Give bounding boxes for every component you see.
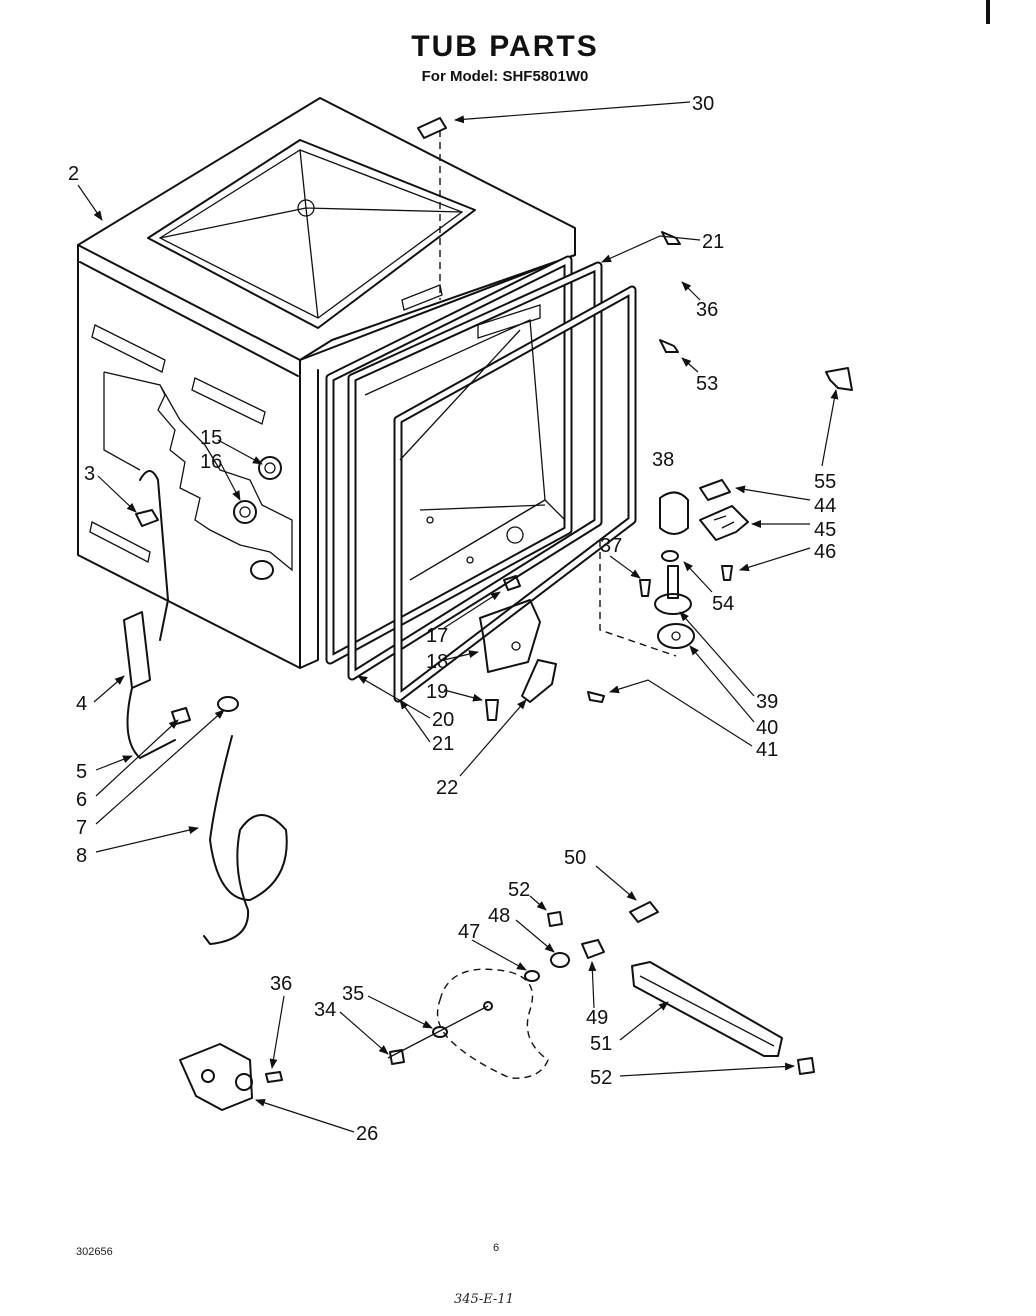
document-number: 302656 bbox=[76, 1246, 113, 1258]
part-7-clamp bbox=[217, 696, 239, 712]
callout-16: 16 bbox=[200, 451, 222, 473]
part-37-screw bbox=[599, 540, 677, 657]
callout-40: 40 bbox=[756, 717, 778, 739]
part-26-inlet-valve bbox=[179, 1043, 253, 1111]
callout-51: 51 bbox=[590, 1033, 612, 1055]
callout-17: 17 bbox=[426, 625, 448, 647]
part-55-clip bbox=[825, 367, 853, 391]
page-edge-mark bbox=[986, 0, 990, 24]
callout-34: 34 bbox=[314, 999, 336, 1021]
part-54-washer bbox=[661, 550, 679, 562]
callout-48: 48 bbox=[488, 905, 510, 927]
part-34-nut bbox=[389, 1049, 405, 1065]
part-52-cap-top bbox=[547, 911, 563, 927]
door-gasket-frames bbox=[325, 255, 637, 703]
callout-7: 7 bbox=[76, 817, 87, 839]
part-18-housing bbox=[479, 599, 541, 673]
part-48-washer bbox=[550, 952, 570, 968]
part-35-washer bbox=[432, 1026, 448, 1038]
part-52-cap-bottom bbox=[797, 1057, 815, 1075]
callout-36-bottom: 36 bbox=[270, 973, 292, 995]
part-8-fill-hose bbox=[203, 735, 288, 945]
callout-15: 15 bbox=[200, 427, 222, 449]
tub-body bbox=[77, 97, 576, 669]
handwritten-note: 345-E-11 bbox=[454, 1292, 514, 1307]
callout-37: 37 bbox=[600, 535, 622, 557]
callout-50: 50 bbox=[564, 847, 586, 869]
part-44-bracket bbox=[699, 479, 731, 501]
callout-52-bottom: 52 bbox=[590, 1067, 612, 1089]
part-36-screw-top bbox=[661, 231, 681, 245]
callout-3: 3 bbox=[84, 463, 95, 485]
callout-47: 47 bbox=[458, 921, 480, 943]
callout-44: 44 bbox=[814, 495, 836, 517]
part-4-wiring-harness bbox=[123, 470, 176, 759]
callout-55: 55 bbox=[814, 471, 836, 493]
callout-30: 30 bbox=[692, 93, 714, 115]
part-3-clip bbox=[135, 509, 159, 527]
callout-5: 5 bbox=[76, 761, 87, 783]
part-6-connector bbox=[171, 707, 191, 725]
part-36-screw-bottom bbox=[265, 1071, 283, 1083]
page-title: TUB PARTS bbox=[411, 30, 599, 63]
part-41-screw bbox=[587, 691, 605, 703]
callout-22: 22 bbox=[436, 777, 458, 799]
part-53-screw bbox=[659, 339, 679, 353]
part-17-nut bbox=[503, 575, 521, 591]
callout-19: 19 bbox=[426, 681, 448, 703]
leader-lines bbox=[77, 101, 839, 1133]
callout-52-top: 52 bbox=[508, 879, 530, 901]
callout-54: 54 bbox=[712, 593, 734, 615]
part-19-screw bbox=[485, 699, 499, 721]
callout-26: 26 bbox=[356, 1123, 378, 1145]
part-51-channel bbox=[631, 961, 783, 1057]
callout-20: 20 bbox=[432, 709, 454, 731]
callout-21-bottom: 21 bbox=[432, 733, 454, 755]
callout-4: 4 bbox=[76, 693, 87, 715]
callout-2: 2 bbox=[68, 163, 79, 185]
part-47-washer bbox=[524, 970, 540, 982]
callout-39: 39 bbox=[756, 691, 778, 713]
part-38-float-cap bbox=[659, 491, 689, 535]
callout-18: 18 bbox=[426, 651, 448, 673]
part-39-float-stem bbox=[654, 565, 692, 615]
callout-38: 38 bbox=[652, 449, 674, 471]
callout-41: 41 bbox=[756, 739, 778, 761]
part-45-plate bbox=[699, 505, 749, 541]
page-subtitle: For Model: SHF5801W0 bbox=[421, 68, 589, 85]
part-46-screw bbox=[721, 565, 733, 581]
part-40-float-base bbox=[657, 623, 695, 649]
callout-labels: 30 2 21 36 53 55 44 45 46 54 38 37 15 16… bbox=[68, 93, 836, 1145]
callout-36-top: 36 bbox=[696, 299, 718, 321]
callout-53: 53 bbox=[696, 373, 718, 395]
callout-35: 35 bbox=[342, 983, 364, 1005]
part-50-probe bbox=[629, 901, 659, 923]
part-49-nut bbox=[581, 939, 605, 959]
callout-6: 6 bbox=[76, 789, 87, 811]
callout-45: 45 bbox=[814, 519, 836, 541]
callout-49: 49 bbox=[586, 1007, 608, 1029]
page-number: 6 bbox=[493, 1242, 500, 1254]
callout-21-top: 21 bbox=[702, 231, 724, 253]
part-22-switch bbox=[521, 659, 557, 703]
callout-46: 46 bbox=[814, 541, 836, 563]
part-30-bracket bbox=[417, 117, 447, 300]
callout-8: 8 bbox=[76, 845, 87, 867]
sump-outline bbox=[387, 968, 549, 1079]
